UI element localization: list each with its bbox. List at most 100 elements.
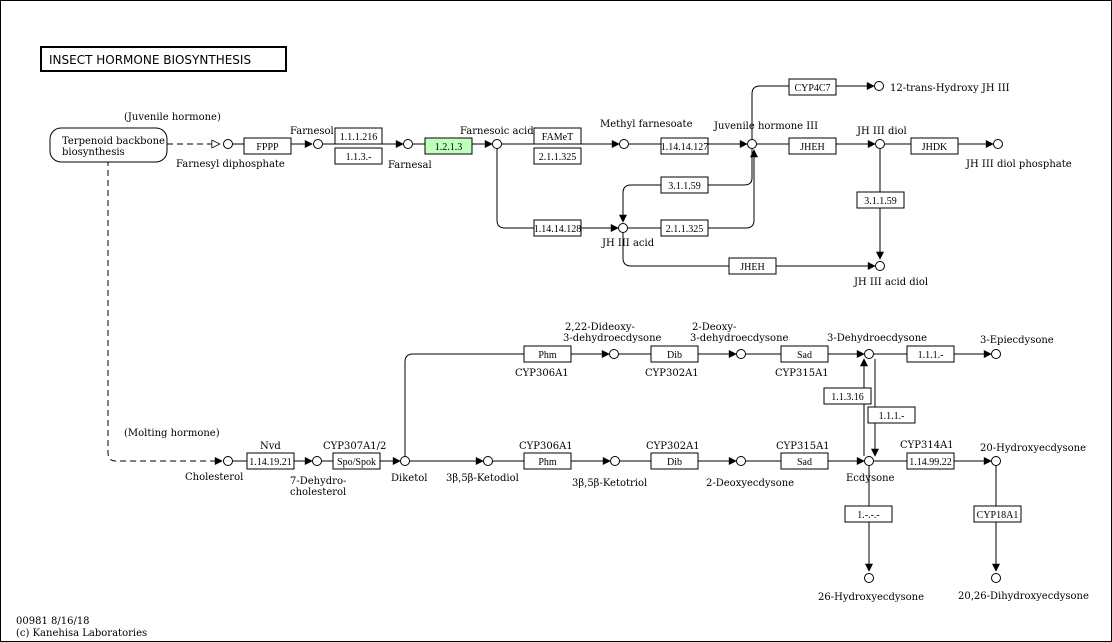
node-26-hydroxyecdysone[interactable]	[864, 573, 874, 583]
footer-credit: (c) Kanehisa Laboratories	[16, 628, 147, 639]
svg-text:2.1.1.325: 2.1.1.325	[666, 224, 704, 235]
enzyme-1-1-1-216[interactable]: 1.1.1.216	[334, 127, 383, 145]
node-cholesterol[interactable]	[223, 456, 233, 466]
svg-text:1.1.1.-: 1.1.1.-	[879, 411, 905, 422]
node-diketol[interactable]	[400, 456, 410, 466]
node-2-deoxyecdysone[interactable]	[736, 456, 746, 466]
node-20-hydroxyecdysone[interactable]	[991, 456, 1001, 466]
label-cyp302a1-upper: CYP302A1	[645, 368, 699, 379]
svg-text:JHEH: JHEH	[740, 262, 764, 273]
label-diketol: Diketol	[391, 473, 427, 484]
enzyme-1-2-1-3[interactable]: 1.2.1.3	[424, 137, 473, 155]
node-2-deoxy-3-dehydroecdysone[interactable]	[736, 349, 746, 359]
enzyme-1-1-3[interactable]: 1.1.3.-	[334, 147, 383, 165]
label-2-deoxy-3-dehydro-1: 2-Deoxy-	[692, 322, 736, 333]
enzyme-cyp4c7[interactable]: CYP4C7	[788, 78, 837, 96]
enzyme-famet[interactable]: FAMeT	[533, 127, 582, 145]
node-juvenile-hormone-iii[interactable]	[747, 139, 757, 149]
label-2-22-dideoxy-1: 2,22-Dideoxy-	[565, 322, 635, 333]
svg-text:Sad: Sad	[797, 457, 812, 468]
enzyme-1-1-3-16[interactable]: 1.1.3.16	[823, 387, 872, 405]
label-2-deoxyecdysone: 2-Deoxyecdysone	[706, 478, 794, 489]
node-3-epiecdysone[interactable]	[991, 349, 1001, 359]
svg-text:3.1.1.59: 3.1.1.59	[668, 181, 701, 192]
enzyme-spo-spok[interactable]: Spo/Spok	[332, 452, 381, 470]
enzyme-dib-b[interactable]: Dib	[650, 452, 699, 470]
enzyme-1-14-99-22[interactable]: 1.14.99.22	[906, 452, 955, 470]
enzyme-fppp[interactable]: FPPP	[243, 137, 292, 155]
node-farnesal[interactable]	[403, 139, 413, 149]
enzyme-3-1-1-59-a[interactable]: 3.1.1.59	[660, 176, 709, 194]
node-ketodiol[interactable]	[483, 456, 493, 466]
svg-text:1.14.99.22: 1.14.99.22	[909, 457, 952, 468]
svg-text:Spo/Spok: Spo/Spok	[337, 457, 376, 468]
label-cyp315a1-upper: CYP315A1	[775, 368, 829, 379]
node-methyl-farnesoate[interactable]	[619, 139, 629, 149]
label-ecdysone: Ecdysone	[846, 473, 895, 484]
label-ketotriol: 3β,5β-Ketotriol	[572, 478, 647, 489]
enzyme-1-14-19-21[interactable]: 1.14.19.21	[246, 452, 295, 470]
enzyme-2-1-1-325-b[interactable]: 2.1.1.325	[660, 219, 709, 237]
enzyme-1-1-1-b[interactable]: 1.1.1.-	[867, 406, 916, 424]
group-label-molting: (Molting hormone)	[124, 428, 220, 439]
svg-text:FAMeT: FAMeT	[542, 132, 573, 143]
label-cholesterol: Cholesterol	[185, 472, 243, 483]
svg-text:3.1.1.59: 3.1.1.59	[864, 196, 897, 207]
svg-text:Sad: Sad	[797, 350, 812, 361]
node-20-26-dihydroxyecdysone[interactable]	[991, 573, 1001, 583]
svg-text:FPPP: FPPP	[256, 142, 279, 153]
svg-text:JHDK: JHDK	[922, 142, 948, 153]
enzyme-1-14-14-127[interactable]: 1.14.14.127	[660, 137, 709, 155]
enzyme-jhdk[interactable]: JHDK	[910, 137, 959, 155]
label-jh-iii-diol-phosphate: JH III diol phosphate	[965, 159, 1072, 170]
node-12-trans-hydroxy-jh-iii[interactable]	[874, 81, 884, 91]
enzyme-phm-a[interactable]: Phm	[523, 345, 572, 363]
maplink-terpenoid-backbone[interactable]: Terpenoid backbone biosynthesis	[49, 127, 168, 163]
label-cyp315a1-lower: CYP315A1	[776, 441, 830, 452]
label-farnesyl-diphosphate: Farnesyl diphosphate	[176, 159, 285, 170]
node-farnesoic-acid[interactable]	[492, 139, 502, 149]
label-7-dehydrocholesterol-1: 7-Dehydro-	[290, 476, 346, 487]
node-jh-iii-acid-diol[interactable]	[875, 261, 885, 271]
label-farnesal: Farnesal	[388, 160, 432, 171]
svg-text:Terpenoid backbone: Terpenoid backbone	[62, 136, 165, 147]
svg-text:1.1.3.16: 1.1.3.16	[831, 392, 864, 403]
enzyme-dib-a[interactable]: Dib	[650, 345, 699, 363]
node-farnesyl-diphosphate[interactable]	[223, 139, 233, 149]
enzyme-1-1-1-a[interactable]: 1.1.1.-	[906, 345, 955, 363]
svg-text:1.1.3.-: 1.1.3.-	[346, 152, 372, 163]
node-2-22-dideoxy[interactable]	[609, 349, 619, 359]
enzyme-3-1-1-59-b[interactable]: 3.1.1.59	[856, 191, 905, 209]
svg-text:CYP18A1: CYP18A1	[977, 510, 1019, 521]
enzyme-cyp18a1[interactable]: CYP18A1	[973, 505, 1022, 523]
label-farnesoic-acid: Farnesoic acid	[460, 126, 534, 137]
enzyme-1-14-14-128[interactable]: 1.14.14.128	[533, 219, 582, 237]
label-3-epiecdysone: 3-Epiecdysone	[980, 335, 1054, 346]
enzyme-phm-b[interactable]: Phm	[523, 452, 572, 470]
compound-nodes	[223, 81, 1003, 583]
node-3-dehydroecdysone[interactable]	[864, 349, 874, 359]
label-jh-iii-acid-diol: JH III acid diol	[853, 277, 928, 288]
node-ecdysone[interactable]	[864, 456, 874, 466]
enzyme-jheh-a[interactable]: JHEH	[788, 137, 837, 155]
label-20-hydroxyecdysone: 20-Hydroxyecdysone	[980, 443, 1086, 454]
enzyme-jheh-b[interactable]: JHEH	[728, 257, 777, 275]
node-farnesol[interactable]	[313, 139, 323, 149]
svg-text:1.14.14.128: 1.14.14.128	[534, 224, 582, 235]
footer-map-id: 00981 8/16/18	[16, 616, 90, 627]
node-ketotriol[interactable]	[610, 456, 620, 466]
svg-text:2.1.1.325: 2.1.1.325	[539, 152, 577, 163]
node-jh-iii-diol[interactable]	[875, 139, 885, 149]
enzyme-2-1-1-325-a[interactable]: 2.1.1.325	[533, 147, 582, 165]
node-jh-iii-acid[interactable]	[618, 223, 628, 233]
enzyme-sad-b[interactable]: Sad	[780, 452, 829, 470]
label-12-trans-hydroxy-jh-iii: 12-trans-Hydroxy JH III	[890, 83, 1010, 94]
enzyme-1-all[interactable]: 1.-.-.-	[844, 505, 893, 523]
enzyme-sad-a[interactable]: Sad	[780, 345, 829, 363]
gene-labels: Nvd CYP307A1/2 CYP306A1 CYP302A1 CYP315A…	[260, 368, 954, 452]
group-label-juvenile: (Juvenile hormone)	[124, 112, 221, 123]
node-jh-iii-diol-phosphate[interactable]	[993, 139, 1003, 149]
node-7-dehydrocholesterol[interactable]	[312, 456, 322, 466]
